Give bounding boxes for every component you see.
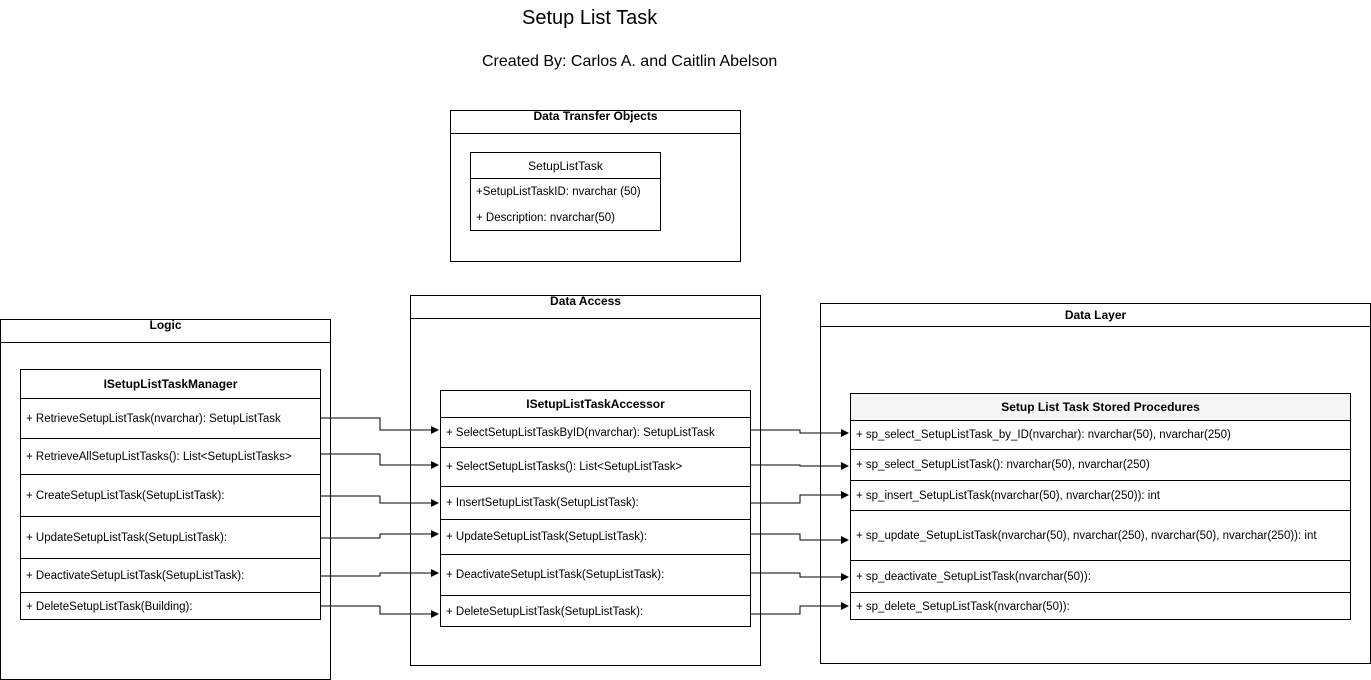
method-row: + RetrieveAllSetupListTasks(): List<Setu… (21, 439, 320, 475)
method-row: + DeactivateSetupListTask(SetupListTask)… (21, 559, 320, 593)
procedure-row: + sp_select_SetupListTask(): nvarchar(50… (851, 450, 1350, 481)
method-row: + SelectSetupListTasks(): List<SetupList… (441, 448, 750, 487)
procedure-row: + sp_select_SetupListTask_by_ID(nvarchar… (851, 421, 1350, 450)
class-field: + Description: nvarchar(50) (476, 212, 616, 224)
method-row: + SelectSetupListTaskByID(nvarchar): Set… (441, 418, 750, 448)
method-row: + UpdateSetupListTask(SetupListTask): (21, 517, 320, 559)
method-row: + UpdateSetupListTask(SetupListTask): (441, 520, 750, 555)
package-header: Data Layer (821, 304, 1370, 327)
class-header: ISetupListTaskManager (21, 370, 320, 399)
method-row: + DeleteSetupListTask(SetupListTask): (446, 606, 644, 618)
method-row: + InsertSetupListTask(SetupListTask): (441, 487, 750, 520)
procedure-row: + sp_update_SetupListTask(nvarchar(50), … (851, 511, 1350, 561)
procedure-row: + sp_deactivate_SetupListTask(nvarchar(5… (851, 561, 1350, 593)
procedure-row: + sp_delete_SetupListTask(nvarchar(50)): (856, 600, 1070, 613)
class-isetuplisttaskmanager[interactable]: ISetupListTaskManager + RetrieveSetupLis… (20, 369, 321, 620)
package-header: Data Transfer Objects (451, 110, 740, 134)
method-row: + CreateSetupListTask(SetupListTask): (21, 475, 320, 517)
class-field: +SetupListTaskID: nvarchar (50) (476, 186, 641, 198)
procedure-row: + sp_insert_SetupListTask(nvarchar(50), … (851, 481, 1350, 511)
diagram-title: Setup List Task (522, 7, 658, 29)
class-stored-procedures[interactable]: Setup List Task Stored Procedures + sp_s… (850, 393, 1351, 620)
method-row: + RetrieveSetupListTask(nvarchar): Setup… (21, 399, 320, 439)
diagram-subtitle: Created By: Carlos A. and Caitlin Abelso… (482, 53, 778, 70)
class-isetuplisttaskaccessor[interactable]: ISetupListTaskAccessor + SelectSetupList… (440, 390, 751, 627)
class-header: SetupListTask (471, 153, 660, 179)
method-row: + DeleteSetupListTask(Building): (26, 600, 193, 613)
class-setup-list-task[interactable]: SetupListTask +SetupListTaskID: nvarchar… (470, 152, 661, 231)
package-header: Logic (1, 319, 330, 343)
package-header: Data Access (411, 295, 760, 319)
class-header: Setup List Task Stored Procedures (851, 394, 1350, 421)
class-header: ISetupListTaskAccessor (441, 391, 750, 418)
method-row: + DeactivateSetupListTask(SetupListTask)… (441, 555, 750, 596)
